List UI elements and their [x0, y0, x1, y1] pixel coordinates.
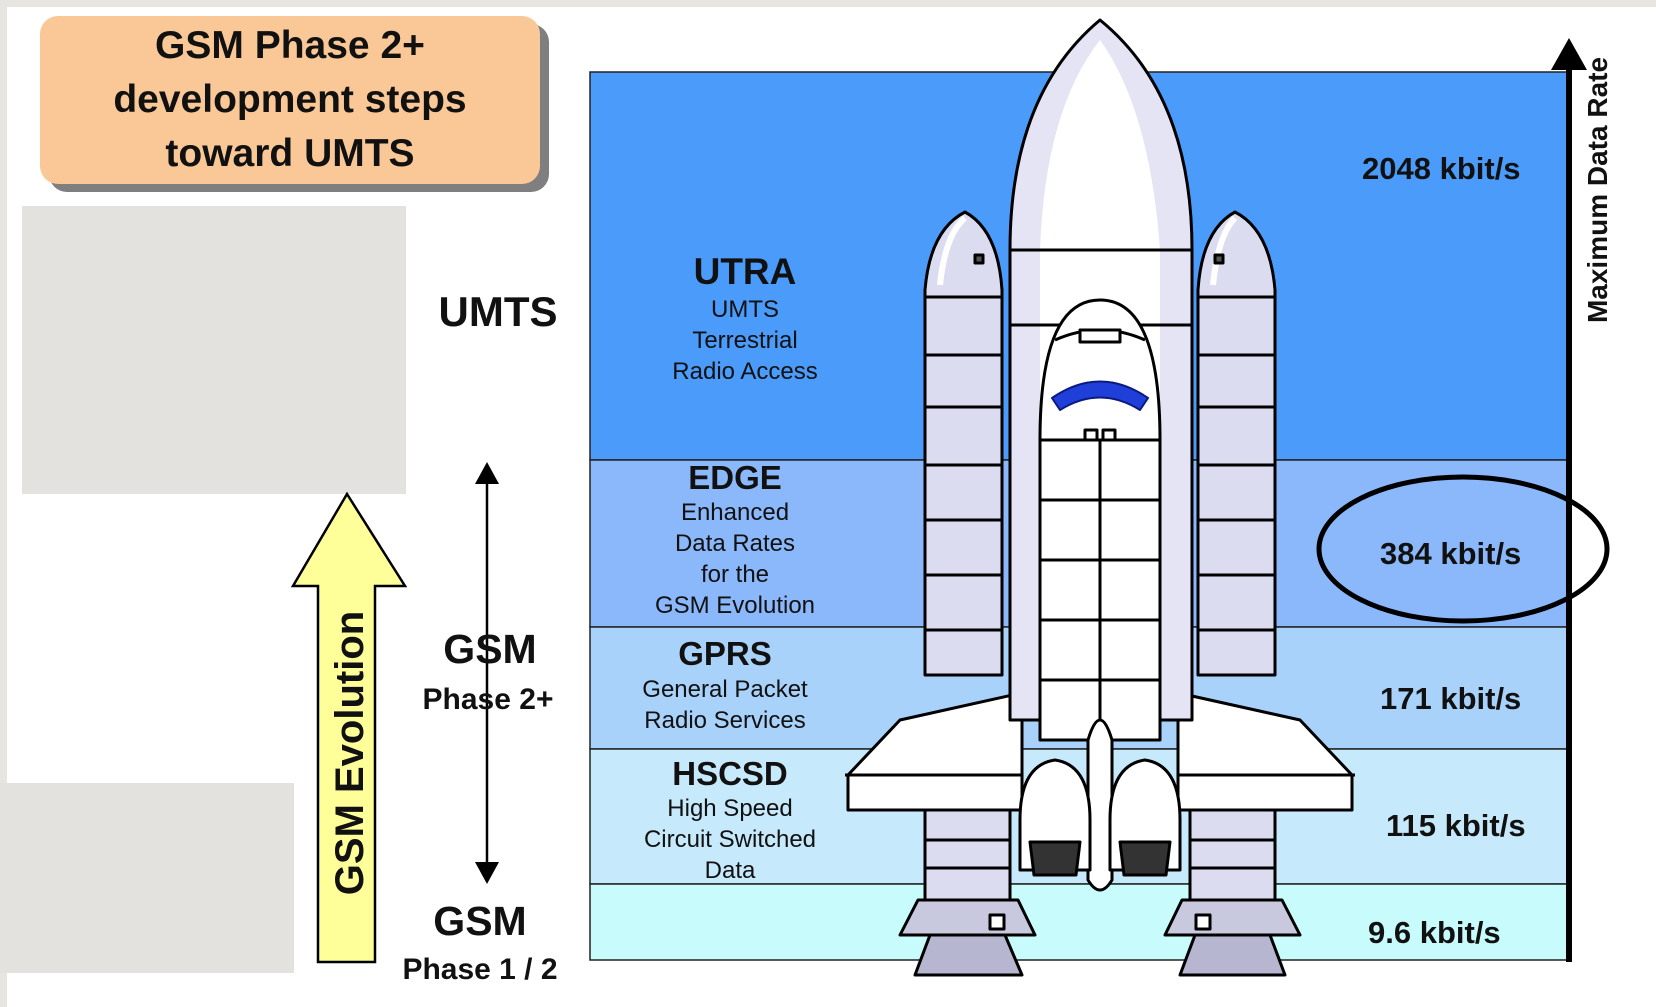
band-abbr: UTRA [693, 251, 797, 292]
band-label-utra: UTRA UMTS Terrestrial Radio Access [620, 250, 870, 387]
band-description: Radio Access [672, 358, 818, 385]
band-description: UMTS [711, 296, 779, 323]
space-shuttle-illustration [845, 18, 1355, 977]
band-abbr: EDGE [688, 459, 782, 496]
generation-gsm-phase12: GSM [433, 898, 527, 944]
frame-left-border [0, 0, 7, 1007]
band-description: Terrestrial [692, 327, 798, 354]
gsm-evolution-label: GSM Evolution [328, 610, 372, 896]
band-description: High Speed [667, 795, 793, 822]
title-box: GSM Phase 2+ development steps toward UM… [40, 16, 540, 184]
band-label-hscsd: HSCSD High Speed Circuit Switched Data [605, 755, 855, 886]
band-description: Data [704, 857, 756, 884]
max-data-rate-axis [1551, 38, 1587, 962]
phase2plus-range-arrow [475, 462, 499, 884]
rate-gprs: 171 kbit/s [1380, 681, 1522, 716]
band-label-gprs: GPRS General Packet Radio Services [600, 634, 850, 736]
rate-hscsd: 115 kbit/s [1386, 808, 1526, 843]
max-data-rate-label: Maximum Data Rate [1582, 56, 1613, 324]
band-description: GSM Evolution [654, 592, 816, 619]
band-description: Enhanced [680, 499, 790, 526]
rate-gsm: 9.6 kbit/s [1368, 915, 1501, 950]
generation-gsm-phase2plus-sub: Phase 2+ [422, 683, 554, 716]
band-label-edge: EDGE Enhanced Data Rates for the GSM Evo… [590, 459, 880, 621]
band-description: Data Rates [674, 530, 796, 557]
title-line: development steps [113, 78, 467, 121]
rate-utra: 2048 kbit/s [1362, 151, 1521, 186]
frame-top-border [0, 0, 1656, 7]
band-description: Radio Services [644, 707, 806, 734]
edge-rate-highlight [1316, 474, 1610, 624]
rate-edge: 384 kbit/s [1380, 536, 1522, 571]
grey-block-lower [0, 783, 294, 973]
generation-umts: UMTS [438, 288, 558, 335]
band-abbr: GPRS [678, 635, 772, 672]
generation-gsm-phase12-sub: Phase 1 / 2 [402, 953, 558, 986]
title-line: GSM Phase 2+ [155, 24, 425, 67]
band-description: General Packet [642, 676, 808, 703]
band-description: Circuit Switched [643, 826, 817, 853]
grey-block-upper [22, 206, 406, 494]
title-line: toward UMTS [165, 132, 415, 175]
gsm-evolution-arrow [290, 491, 408, 964]
generation-gsm-phase2plus: GSM [443, 626, 537, 672]
band-abbr: HSCSD [672, 755, 788, 792]
band-description: for the [700, 561, 770, 588]
